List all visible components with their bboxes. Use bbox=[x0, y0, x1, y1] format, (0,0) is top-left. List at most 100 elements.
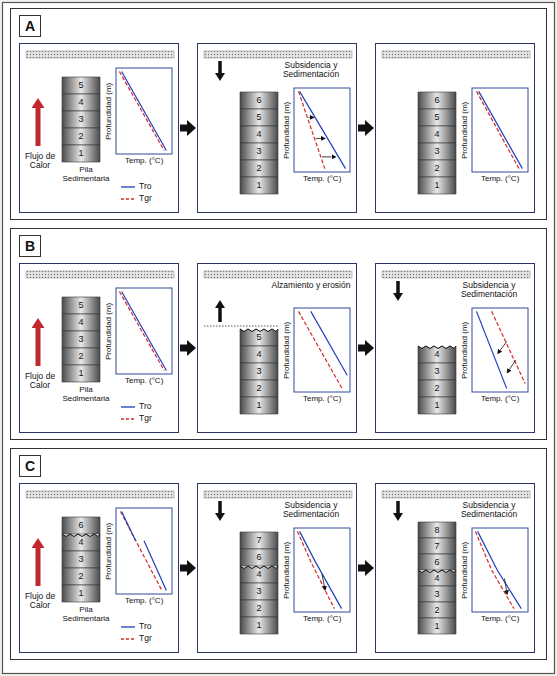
sediment-layer bbox=[62, 111, 100, 128]
tgr-line bbox=[298, 311, 342, 388]
tro-line bbox=[476, 311, 506, 388]
surface-band bbox=[382, 51, 530, 58]
sediment-layer bbox=[240, 566, 278, 583]
axis-label: Temp. (°C) bbox=[303, 395, 341, 404]
subsidence-arrow bbox=[218, 61, 222, 73]
layer-number: 2 bbox=[240, 160, 278, 177]
sediment-layer bbox=[62, 365, 100, 382]
layer-number: 6 bbox=[240, 92, 278, 109]
unconformity-line bbox=[418, 346, 456, 349]
stage-illustration bbox=[20, 44, 177, 211]
sediment-layer bbox=[62, 517, 100, 534]
heat-flow-label: Flujo de Calor bbox=[21, 372, 59, 391]
axis-label: Temp. (°C) bbox=[125, 597, 163, 606]
tgr-line bbox=[297, 531, 334, 608]
legend-item: Tro bbox=[120, 400, 151, 411]
surface-band bbox=[26, 491, 174, 498]
sediment-layer bbox=[240, 160, 278, 177]
sediment-layer bbox=[418, 346, 456, 363]
layer-number: 7 bbox=[240, 532, 278, 549]
change-arrow bbox=[316, 138, 321, 139]
sediment-layer bbox=[418, 177, 456, 194]
unconformity-line bbox=[240, 329, 278, 332]
graph-box bbox=[116, 68, 172, 154]
sediment-layer bbox=[240, 126, 278, 143]
tro-line bbox=[478, 531, 522, 608]
sediment-layer bbox=[62, 94, 100, 111]
sediment-layer bbox=[418, 363, 456, 380]
stage-title: Subsidencia y Sedimentación bbox=[446, 501, 532, 520]
sediment-layer bbox=[240, 92, 278, 109]
tgr-line bbox=[119, 71, 164, 150]
sediment-layer bbox=[418, 538, 456, 554]
layer-number: 2 bbox=[418, 602, 456, 618]
heat-flow-arrow bbox=[36, 328, 41, 366]
pile-label: Pila Sedimentaria bbox=[58, 386, 114, 404]
block-arrow bbox=[180, 565, 187, 572]
legend-sample bbox=[120, 415, 136, 423]
outer-frame bbox=[3, 3, 555, 674]
sediment-layer bbox=[62, 77, 100, 94]
tgr-line bbox=[119, 291, 164, 370]
legend-text: Tgr bbox=[139, 413, 152, 423]
uplift-arrow bbox=[218, 308, 222, 322]
sediment-layer bbox=[62, 348, 100, 365]
sediment-layer bbox=[418, 143, 456, 160]
sediment-layer bbox=[62, 297, 100, 314]
axis-label: Temp. (°C) bbox=[481, 175, 519, 184]
sediment-layer bbox=[62, 145, 100, 162]
layer-number: 3 bbox=[62, 551, 100, 568]
legend-text: Tro bbox=[139, 621, 151, 631]
sediment-layer bbox=[62, 128, 100, 145]
layer-number: 8 bbox=[418, 522, 456, 538]
layer-number: 1 bbox=[62, 145, 100, 162]
layer-number: 2 bbox=[62, 568, 100, 585]
sediment-layer bbox=[418, 602, 456, 618]
layer-number: 3 bbox=[62, 111, 100, 128]
legend-sample bbox=[120, 183, 136, 191]
layer-number: 2 bbox=[62, 128, 100, 145]
surface-band bbox=[26, 51, 174, 58]
tgr-line bbox=[120, 511, 161, 590]
axis-label: Profundidad (m) bbox=[105, 302, 114, 359]
layer-number: 5 bbox=[240, 109, 278, 126]
sediment-layer bbox=[62, 314, 100, 331]
sediment-layer bbox=[240, 346, 278, 363]
axis-label: Temp. (°C) bbox=[303, 615, 341, 624]
layer-number: 5 bbox=[62, 297, 100, 314]
layer-number: 4 bbox=[240, 346, 278, 363]
block-arrow bbox=[180, 345, 187, 352]
axis-label: Temp. (°C) bbox=[481, 395, 519, 404]
axis-label: Profundidad (m) bbox=[283, 541, 292, 598]
unconformity-line bbox=[418, 570, 456, 573]
layer-number: 6 bbox=[62, 517, 100, 534]
legend-text: Tro bbox=[139, 181, 151, 191]
sediment-layer bbox=[240, 397, 278, 414]
layer-number: 1 bbox=[240, 617, 278, 634]
layer-number: 2 bbox=[418, 380, 456, 397]
layer-number: 5 bbox=[62, 77, 100, 94]
stage-box: Subsidencia y SedimentaciónProfundidad (… bbox=[197, 43, 357, 213]
legend-text: Tgr bbox=[139, 193, 152, 203]
subsidence-arrow bbox=[218, 501, 222, 513]
sediment-layer bbox=[418, 554, 456, 570]
sediment-layer bbox=[240, 583, 278, 600]
surface-band bbox=[204, 271, 352, 278]
erosion-surface bbox=[204, 326, 278, 327]
layer-number: 4 bbox=[418, 126, 456, 143]
sediment-layer bbox=[62, 331, 100, 348]
tgr-line bbox=[492, 311, 526, 383]
stage-box: Subsidencia y SedimentaciónProfundidad (… bbox=[375, 263, 535, 433]
stage-illustration bbox=[20, 264, 177, 431]
layer-number: 4 bbox=[62, 314, 100, 331]
unconformity-line bbox=[240, 566, 278, 569]
sediment-layer bbox=[418, 618, 456, 634]
legend-sample bbox=[120, 635, 136, 643]
stage-title: Subsidencia y Sedimentación bbox=[268, 501, 354, 520]
graph-box bbox=[472, 88, 528, 172]
layer-number: 2 bbox=[62, 348, 100, 365]
layer-number: 3 bbox=[240, 583, 278, 600]
sediment-layer bbox=[240, 363, 278, 380]
sediment-layer bbox=[418, 126, 456, 143]
layer-number: 1 bbox=[62, 585, 100, 602]
